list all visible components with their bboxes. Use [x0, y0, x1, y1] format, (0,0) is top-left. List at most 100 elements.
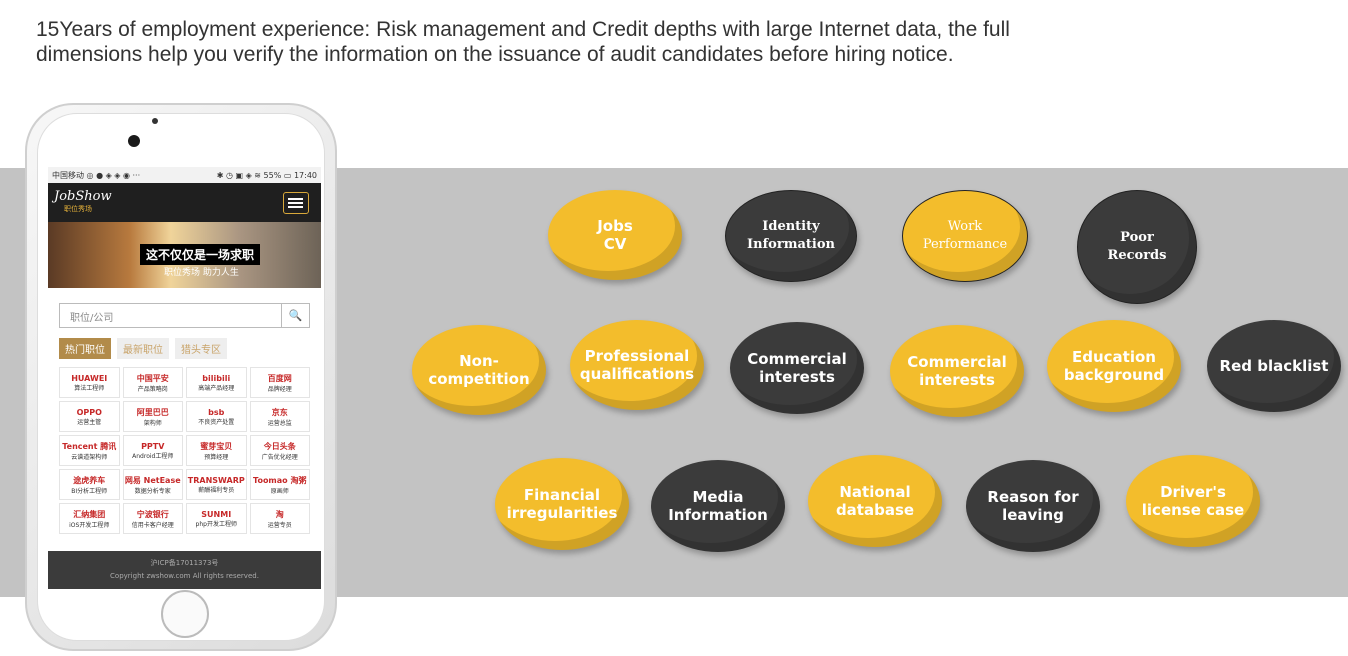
- company-job-title: 薪酬福利专员: [198, 486, 235, 494]
- company-job-title: iOS开发工程师: [69, 521, 110, 529]
- tab-headhunter[interactable]: 猎头专区: [175, 338, 227, 359]
- phone-speaker: [152, 118, 158, 124]
- company-card[interactable]: Toomao 淘粥原画师: [249, 469, 310, 500]
- company-card[interactable]: 百度网品牌经理: [249, 367, 310, 398]
- company-logo: Toomao 淘粥: [253, 475, 307, 485]
- tab-latest-jobs[interactable]: 最新职位: [117, 338, 169, 359]
- bubble-red-blacklist: Red blacklist: [1207, 320, 1341, 412]
- company-logo: 网易 NetEase: [124, 475, 181, 485]
- company-job-title: 架构师: [143, 419, 162, 427]
- intro-line-1: 15Years of employment experience: Risk m…: [36, 18, 1010, 41]
- site-footer: 沪ICP备17011373号 Copyright zwshow.com All …: [48, 551, 321, 589]
- site-logo[interactable]: JobShow 职位秀场: [54, 189, 112, 214]
- bubble-work-performance: Work Performance: [902, 190, 1028, 282]
- company-logo: SUNMI: [201, 509, 232, 519]
- company-card[interactable]: 宁波银行信用卡客户经理: [122, 503, 183, 534]
- site-logo-text: JobShow: [54, 189, 112, 204]
- bubble-media-information: Media Information: [651, 460, 785, 552]
- company-logo: Tencent 腾讯: [62, 441, 117, 451]
- search-bar[interactable]: 职位/公司 🔍: [59, 303, 310, 328]
- company-card[interactable]: 淘运营专员: [249, 503, 310, 534]
- bubble-professional-qualifications: Professional qualifications: [570, 320, 704, 410]
- company-job-title: 数据分析专家: [134, 487, 171, 495]
- company-card[interactable]: 京东运营总监: [249, 401, 310, 432]
- company-logo: 中国平安: [136, 373, 169, 383]
- company-job-title: 高端产品经理: [198, 384, 235, 392]
- company-job-title: 信用卡客户经理: [131, 521, 174, 529]
- bubble-drivers-license-case: Driver's license case: [1126, 455, 1260, 547]
- company-job-title: 产品策略岗: [137, 385, 168, 393]
- bubble-reason-for-leaving: Reason for leaving: [966, 460, 1100, 552]
- company-job-title: Android工程师: [132, 452, 174, 460]
- company-logo: PPTV: [141, 441, 165, 451]
- company-card[interactable]: Tencent 腾讯云谱道架构师: [59, 435, 120, 466]
- bubble-financial-irregularities: Financial irregularities: [495, 458, 629, 550]
- bubble-national-database: National database: [808, 455, 942, 547]
- company-job-title: 运营总监: [267, 419, 292, 427]
- company-logo: 百度网: [267, 373, 292, 383]
- company-card[interactable]: 蜜芽宝贝预算经理: [186, 435, 247, 466]
- company-card[interactable]: 中国平安产品策略岗: [122, 367, 183, 398]
- banner-subtitle: 职位秀场 助力人生: [164, 268, 239, 278]
- company-logo: bilibili: [202, 373, 231, 383]
- status-bar-right: ✱ ◷ ▣ ◈ ≋ 55% ▭ 17:40: [216, 170, 317, 180]
- company-job-title: 不良资产处置: [198, 418, 235, 426]
- company-logo: 阿里巴巴: [136, 407, 169, 417]
- company-logo: 淘: [275, 509, 284, 519]
- company-job-title: php开发工程师: [195, 520, 237, 528]
- company-job-title: 广告优化经理: [261, 453, 298, 461]
- company-logo: 汇纳集团: [73, 509, 106, 519]
- company-card[interactable]: 今日头条广告优化经理: [249, 435, 310, 466]
- bubble-poor-records: Poor Records: [1077, 190, 1197, 304]
- footer-icp: 沪ICP备17011373号: [150, 559, 219, 567]
- company-logo: OPPO: [76, 407, 102, 417]
- site-header: JobShow 职位秀场: [48, 183, 321, 222]
- job-tabs: 热门职位 最新职位 猎头专区: [59, 338, 310, 359]
- company-card[interactable]: 网易 NetEase 数据分析专家: [122, 469, 183, 500]
- company-card[interactable]: 阿里巴巴架构师: [122, 401, 183, 432]
- phone-home-button[interactable]: [161, 590, 209, 638]
- hamburger-menu-icon[interactable]: [283, 192, 309, 214]
- hero-banner[interactable]: 这不仅仅是一场求职 职位秀场 助力人生: [48, 222, 321, 288]
- company-job-title: 预算经理: [204, 453, 229, 461]
- intro-text: 15Years of employment experience: Risk m…: [36, 17, 1236, 67]
- bubble-commercial-interests-2: Commercial interests: [890, 325, 1024, 417]
- company-logo: 途虎养车: [73, 475, 106, 485]
- company-logo: 京东: [271, 407, 288, 417]
- phone-screen: 中国移动 ◎ ● ◈ ◈ ◉ ··· ✱ ◷ ▣ ◈ ≋ 55% ▭ 17:40…: [48, 167, 321, 589]
- company-job-title: 运营专员: [267, 521, 292, 529]
- company-job-title: 算法工程师: [74, 384, 105, 392]
- tab-hot-jobs[interactable]: 热门职位: [59, 338, 111, 359]
- footer-copyright: Copyright zwshow.com All rights reserved…: [110, 572, 259, 580]
- company-card[interactable]: 汇纳集团 iOS开发工程师: [59, 503, 120, 534]
- search-icon[interactable]: 🔍: [281, 304, 309, 327]
- banner-title: 这不仅仅是一场求职: [140, 244, 261, 265]
- company-job-title: 原画师: [270, 487, 289, 495]
- bubble-identity-information: Identity Information: [725, 190, 857, 282]
- bubble-commercial-interests-1: Commercial interests: [730, 322, 864, 414]
- company-logo: HUAWEI: [71, 373, 108, 383]
- company-job-title: 运营主管: [77, 418, 102, 426]
- company-logo: 宁波银行: [136, 509, 169, 519]
- phone-camera: [128, 135, 140, 147]
- company-logo: bsb: [208, 407, 225, 417]
- company-logo: 蜜芽宝贝: [200, 441, 233, 451]
- company-logo: TRANSWARP: [187, 475, 245, 485]
- company-job-title: 云谱道架构师: [71, 453, 108, 461]
- search-input[interactable]: 职位/公司: [70, 313, 114, 324]
- company-job-title: 品牌经理: [267, 385, 292, 393]
- bubble-jobs-cv: Jobs CV: [548, 190, 682, 280]
- bubble-non-competition: Non- competition: [412, 325, 546, 415]
- status-bar-left: 中国移动 ◎ ● ◈ ◈ ◉ ···: [52, 170, 141, 180]
- site-logo-sub: 职位秀场: [64, 205, 92, 213]
- bubble-education-background: Education background: [1047, 320, 1181, 412]
